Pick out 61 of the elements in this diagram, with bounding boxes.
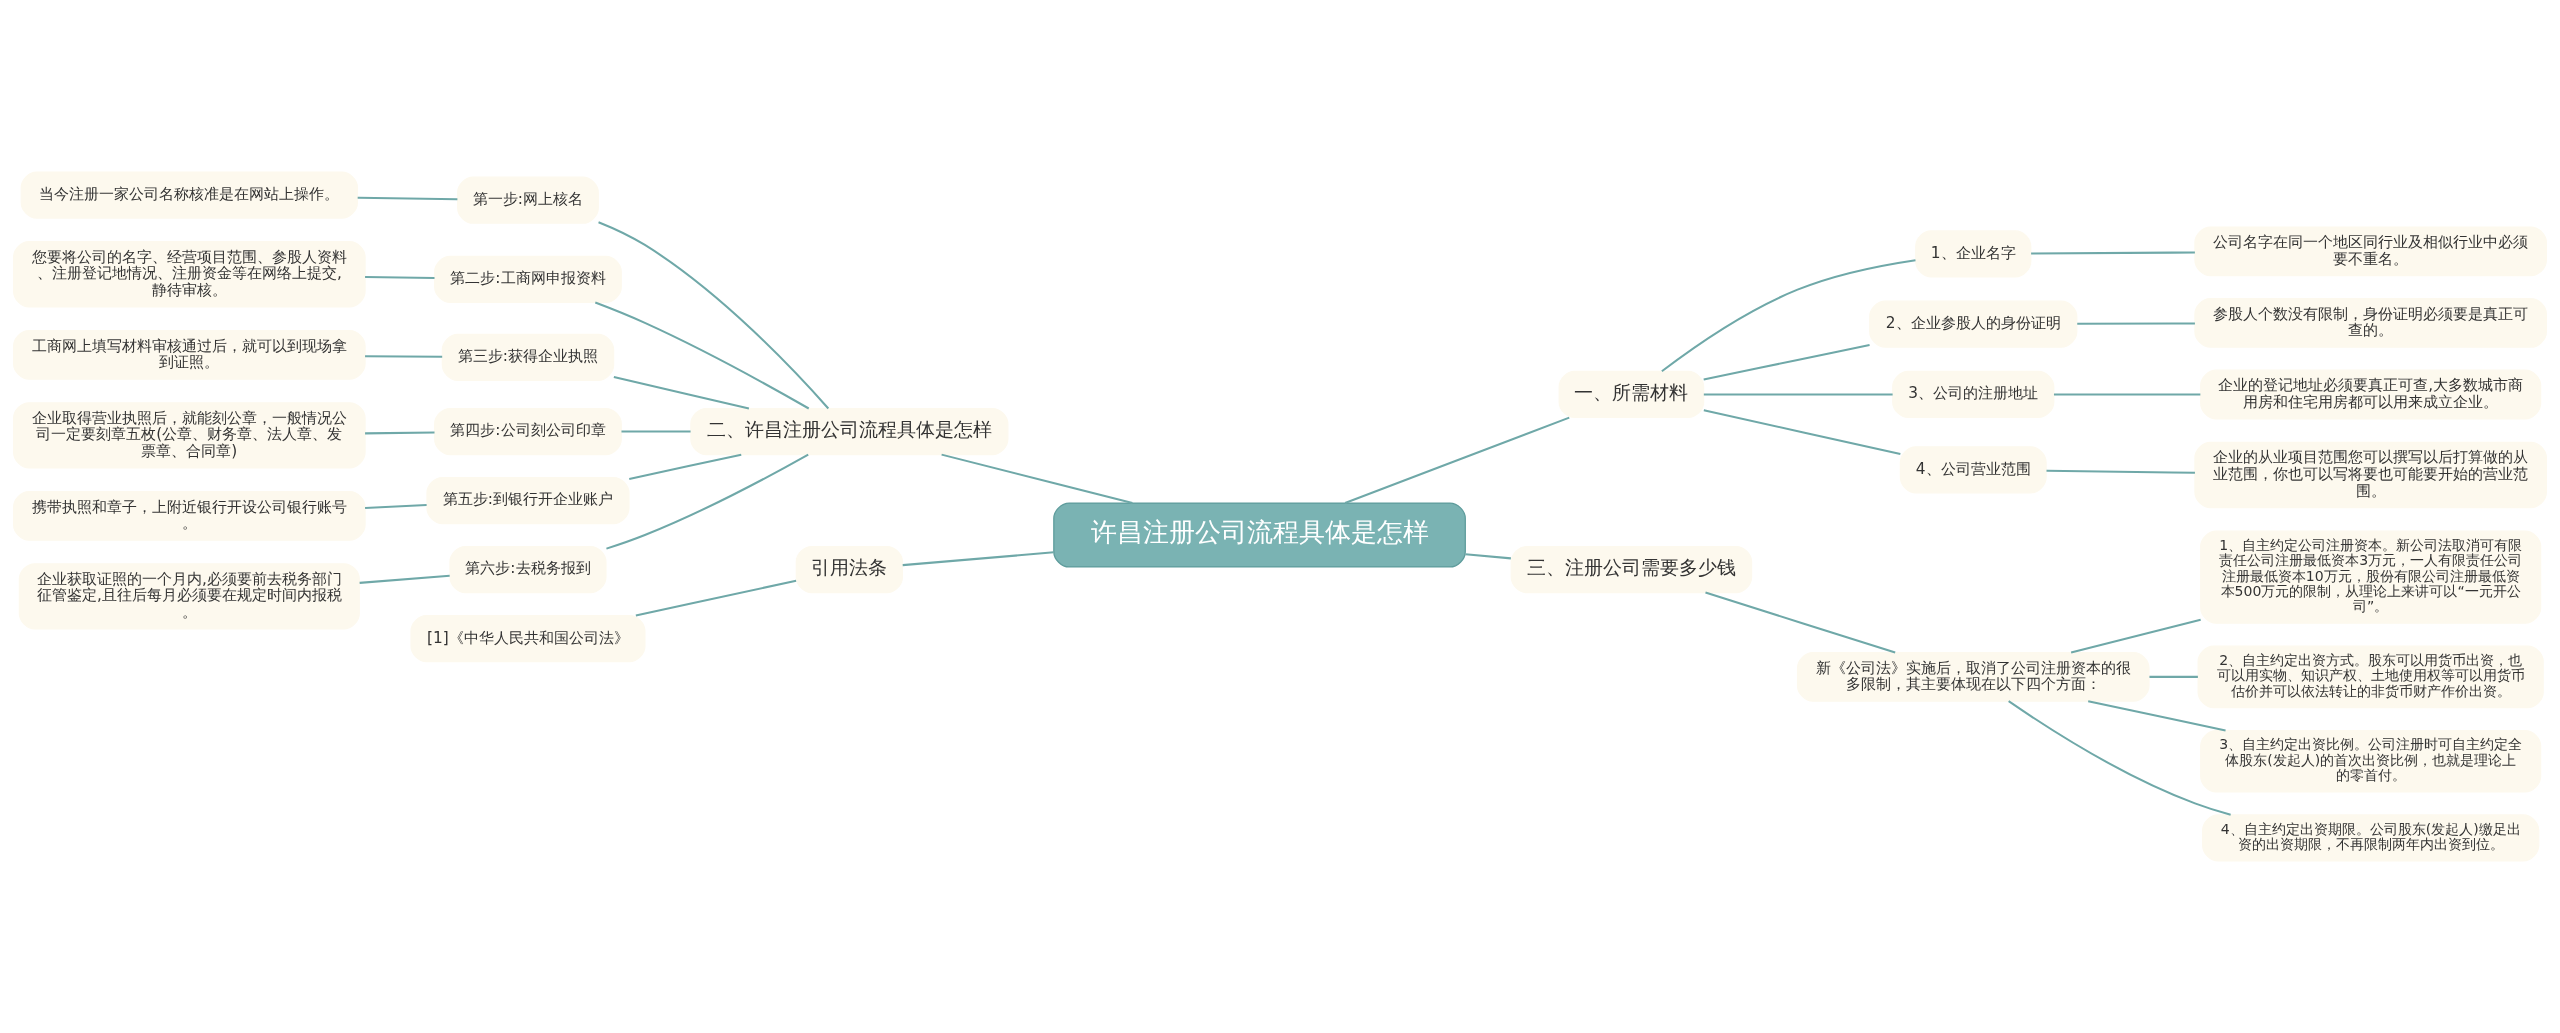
connector <box>365 504 427 509</box>
node-box: 许昌注册公司流程具体是怎样 <box>1053 502 1466 568</box>
node-box: 工商网上填写材料审核通过后，就可以到现场拿到证照。 <box>12 329 366 380</box>
node-box: 您要将公司的名字、经营项目范围、参股人资料、注册登记地情况、注册资金等在网络上提交,静待审核。 <box>12 241 366 308</box>
connector <box>941 453 1133 505</box>
node-box: 二、许昌注册公司流程具体是怎样 <box>690 407 1009 456</box>
connector <box>365 431 435 435</box>
node-box: 携带执照和章子，上附近银行开设公司银行账号。 <box>12 490 366 541</box>
connector <box>365 276 435 280</box>
connector <box>357 196 458 201</box>
node-box: 4、自主约定出资期限。公司股东(发起人)缴足出资的出资期限，不再限制两年内出资到位。 <box>2202 814 2540 862</box>
node-box: 企业获取证照的一个月内,必须要前去税务部门征管鉴定,且往后每月必须要在规定时间内报税。 <box>18 563 360 630</box>
connector <box>2046 469 2195 474</box>
node-box: 1、企业名字 <box>1915 230 2032 278</box>
node-box: 引用法条 <box>795 545 904 594</box>
connector <box>365 355 443 358</box>
connector <box>1703 344 1870 381</box>
connector <box>902 551 1054 567</box>
node-box: 4、公司营业范围 <box>1899 446 2047 494</box>
node-box: 企业取得营业执照后，就能刻公章，一般情况公司一定要刻章五枚(公章、财务章、法人章、发票章、合同章) <box>12 402 366 469</box>
node-box: 公司名字在同一个地区同行业及相似行业中必须要不重名。 <box>2194 226 2547 277</box>
node-box: [1]《中华人民共和国公司法》 <box>410 614 646 663</box>
connector <box>613 376 750 410</box>
node-box: 企业的从业项目范围您可以撰写以后打算做的从业范围，你也可以写将要也可能要开始的营业范围。 <box>2194 441 2547 509</box>
node-box: 1、自主约定公司注册资本。新公司法取消可有限责任公司注册最低资本3万元，一人有限责任公司注册最低资本10万元，股份有限公司注册最低资本500万元的限制，从理论上来讲可以“一元开公司”。 <box>2200 530 2542 624</box>
connector <box>1703 409 1901 455</box>
node-box: 2、企业参股人的身份证明 <box>1869 300 2078 348</box>
connector <box>2077 322 2195 325</box>
connector <box>1465 553 1511 560</box>
connector <box>359 574 450 584</box>
connector <box>2149 675 2198 678</box>
connector <box>1661 259 1916 373</box>
node-box: 新《公司法》实施后，取消了公司注册资本的很多限制，其主要体现在以下四个方面： <box>1796 651 2150 702</box>
node-box: 第二步:工商网申报资料 <box>434 255 622 304</box>
connector <box>2088 700 2226 732</box>
connector <box>2031 251 2195 255</box>
node-box: 3、自主约定出资比例。公司注册时可自主约定全体股东(发起人)的首次出资比例，也就是理论上的零首付。 <box>2200 729 2542 793</box>
node-box: 第三步:获得企业执照 <box>441 333 615 382</box>
connector <box>621 430 691 433</box>
connector <box>1705 591 1896 654</box>
node-box: 第四步:公司刻公司印章 <box>434 407 622 456</box>
node-box: 企业的登记地址必须要真正可查,大多数城市商用房和住宅用房都可以用来成立企业。 <box>2200 369 2542 420</box>
connector <box>598 221 830 410</box>
connector <box>2053 393 2201 396</box>
node-box: 一、所需材料 <box>1558 370 1705 419</box>
connector <box>2070 618 2201 654</box>
connector <box>1344 416 1570 504</box>
node-box: 当今注册一家公司名称核准是在网站上操作。 <box>20 171 358 219</box>
node-box: 第一步:网上核名 <box>457 176 599 224</box>
node-box: 第六步:去税务报到 <box>449 545 607 594</box>
node-box: 参股人个数没有限制，身份证明必须要是真正可查的。 <box>2194 298 2547 348</box>
connector <box>635 579 797 617</box>
node-box: 第五步:到银行开企业账户 <box>426 476 630 525</box>
connector <box>2008 700 2231 816</box>
node-box: 2、自主约定出资方式。股东可以用货币出资，也可以用实物、知识产权、土地使用权等可以用货币估价并可以依法转让的非货币财产作价出资。 <box>2197 645 2544 709</box>
connector <box>594 301 810 410</box>
node-box: 三、注册公司需要多少钱 <box>1510 545 1753 594</box>
connector <box>629 453 742 480</box>
node-box: 3、公司的注册地址 <box>1892 370 2055 419</box>
connector <box>606 453 809 550</box>
connector <box>1703 393 1893 396</box>
